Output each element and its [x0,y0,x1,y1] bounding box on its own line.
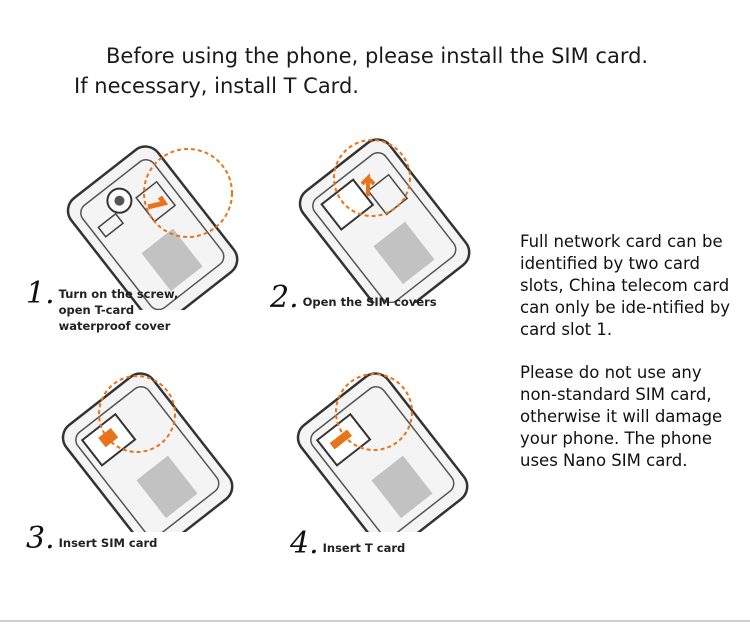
side-note-network: Full network card can be identified by t… [520,232,731,339]
step-1-caption: 1. Turn on the screw, open T-card waterp… [26,276,179,334]
step-3-text: Insert SIM card [58,536,158,550]
step-4-number: 4. [290,526,319,561]
step-4-text: Insert T card [322,541,406,555]
step-1-text: Turn on the screw, open T-card waterproo… [58,287,179,333]
step-2-caption: 2. Open the SIM covers [270,280,437,315]
bottom-divider [0,620,750,622]
phone-illustration-step1 [60,145,250,310]
phone-illustration-step2 [292,138,482,303]
step-2-text: Open the SIM covers [302,295,437,309]
step-3-number: 3. [26,521,55,556]
instruction-heading-line1: Before using the phone, please install t… [106,44,649,68]
phone-illustration-step4 [290,372,480,532]
step-4-caption: 4. Insert T card [290,526,406,561]
step-3-caption: 3. Insert SIM card [26,521,158,556]
step-1-number: 1. [26,276,55,311]
side-note-sim-warning: Please do not use any non-standard SIM c… [520,363,723,470]
phone-illustration-step3 [55,372,245,532]
instruction-heading-line2: If necessary, install T Card. [74,74,359,98]
step-2-number: 2. [270,280,299,315]
